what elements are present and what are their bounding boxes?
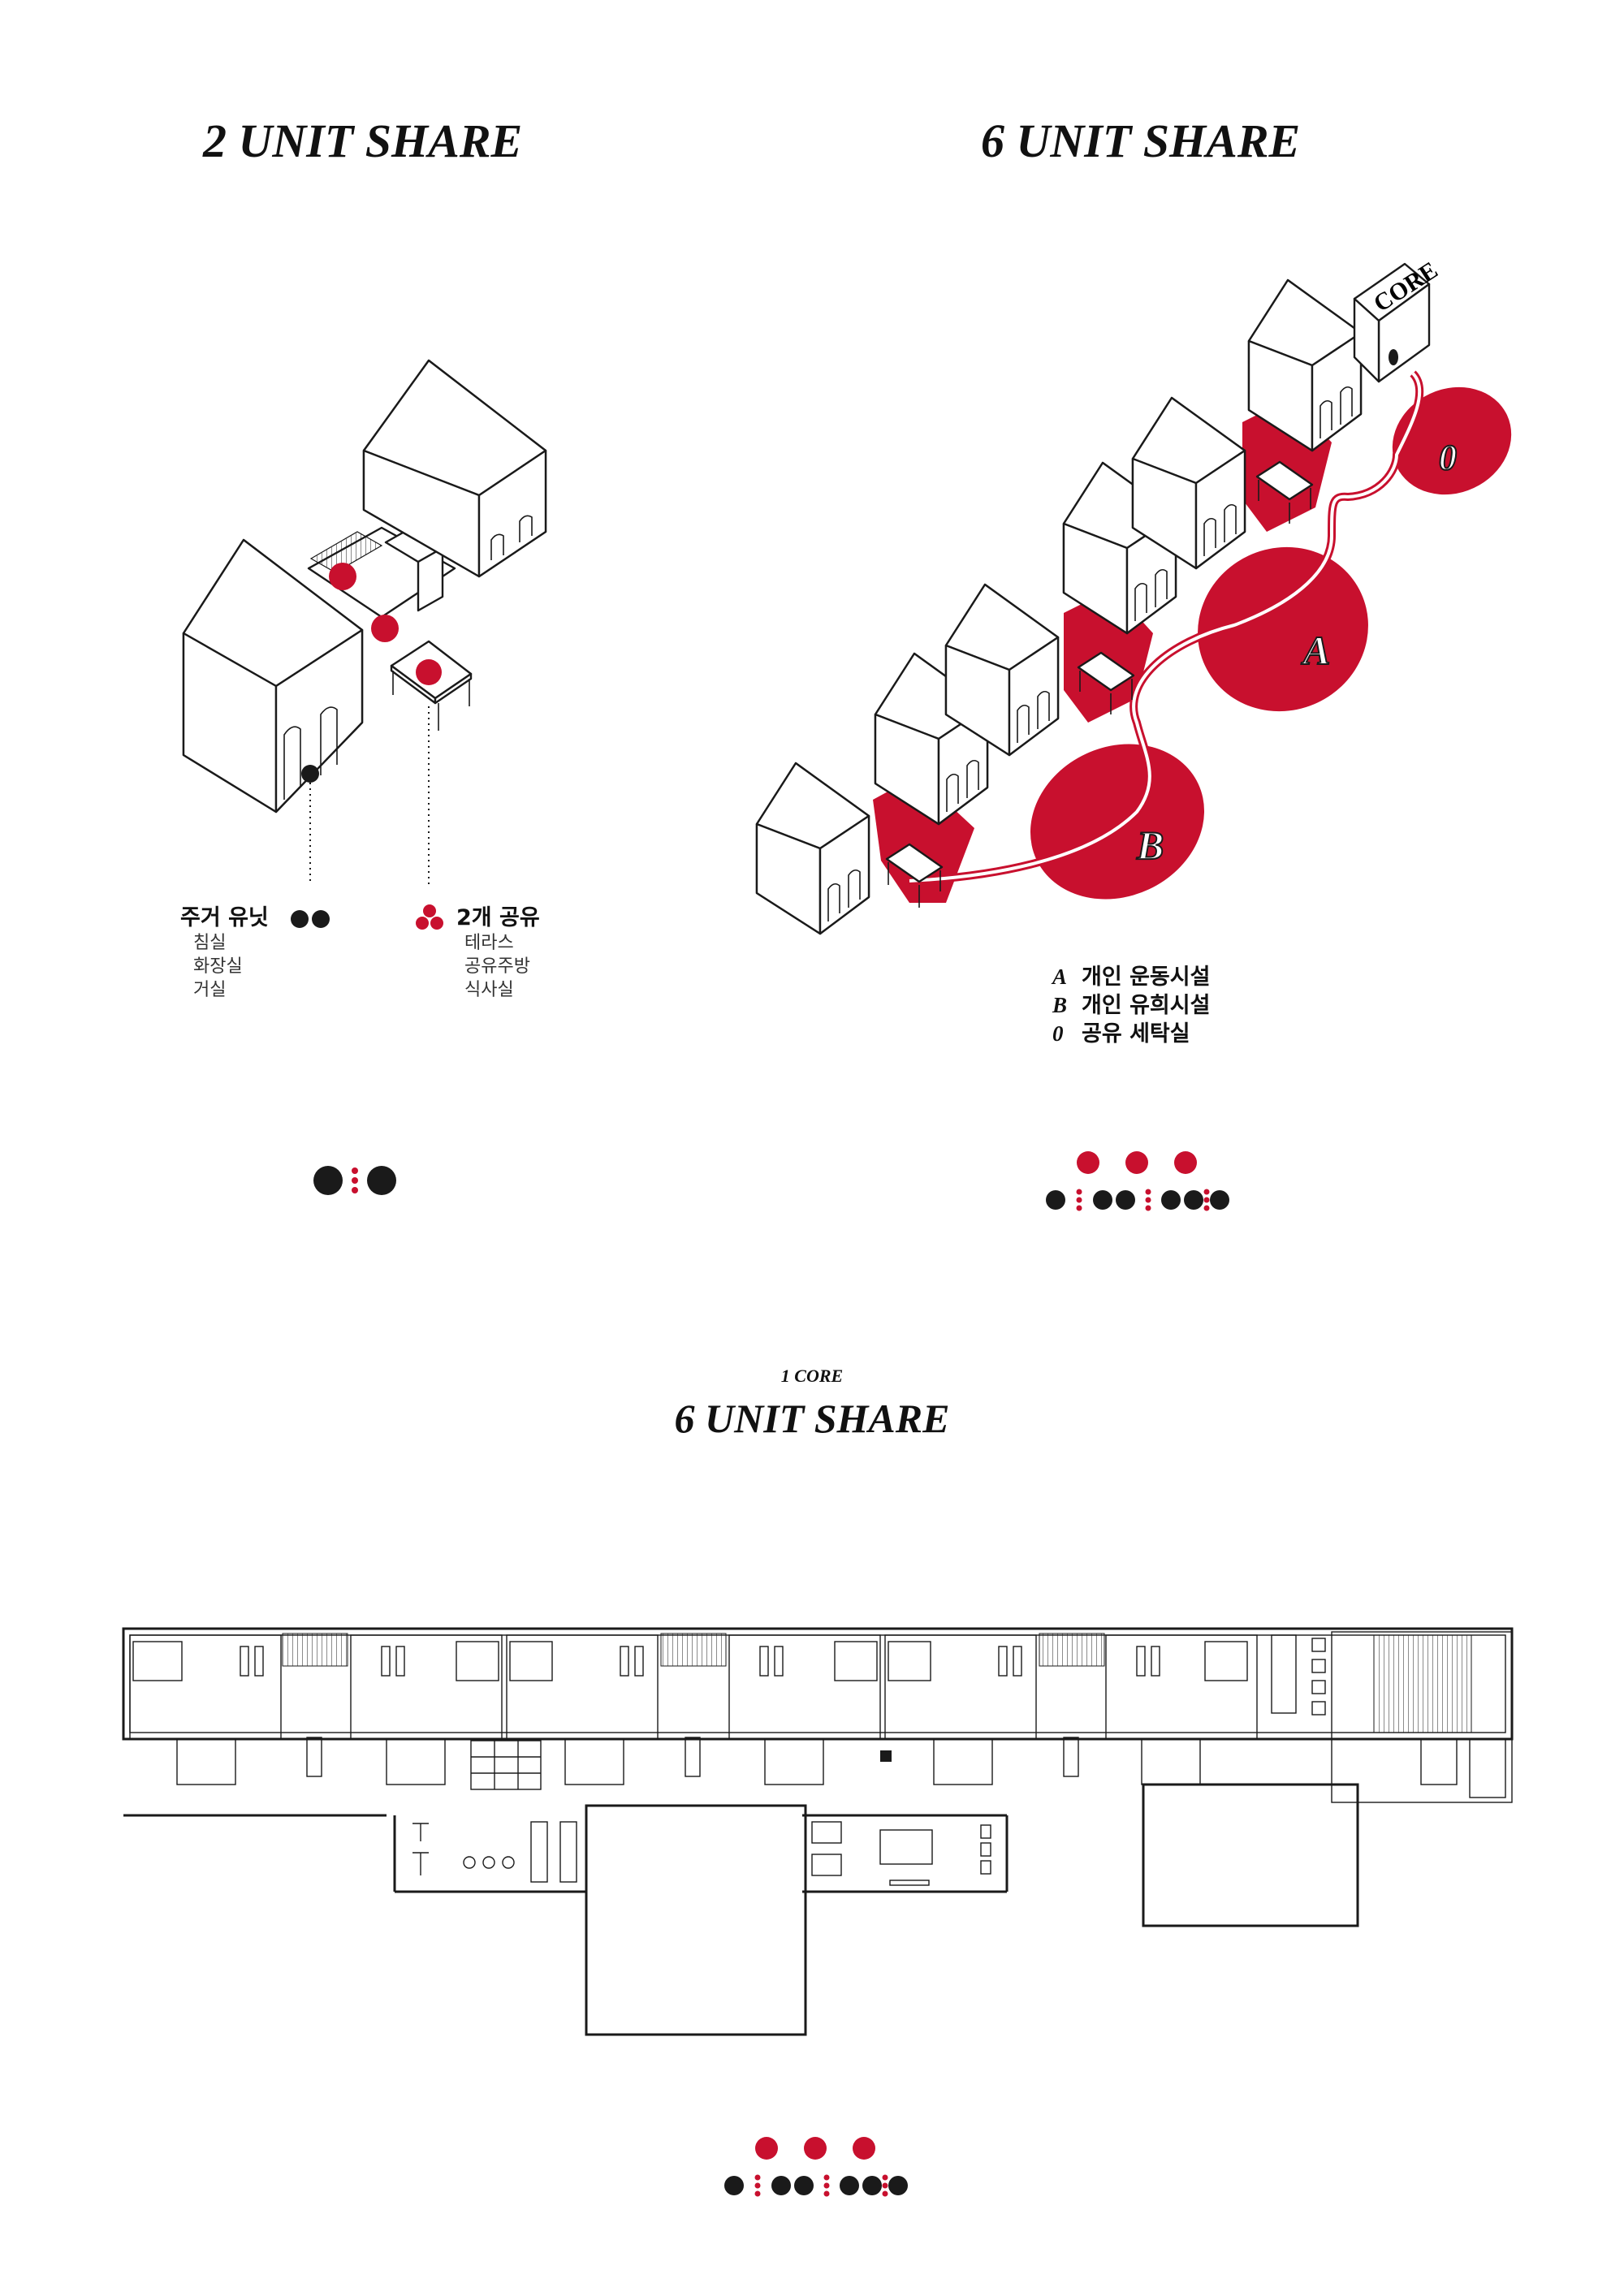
legend-zone-a: A 개인 운동시설 <box>1052 963 1210 991</box>
plan-dining <box>811 1821 991 1886</box>
legend-zone-0-text: 공유 세탁실 <box>1082 1021 1190 1047</box>
house-unit-3 <box>944 583 1060 757</box>
iso-2-unit-share <box>182 359 547 885</box>
shared-dot-1 <box>329 563 356 590</box>
pergola-1 <box>885 843 944 908</box>
legend-zone-b-key: B <box>1052 993 1068 1017</box>
terrace-pergola <box>390 640 473 731</box>
legend-share-dots <box>416 904 443 930</box>
pergola-2 <box>1077 651 1135 714</box>
plan-block-right <box>1142 1783 1359 1927</box>
iso-6-unit-share: CORE A B 0 <box>755 257 1512 935</box>
legend-residential-heading: 주거 유닛 <box>180 905 269 930</box>
legend-zone-a-text: 개인 운동시설 <box>1082 965 1211 990</box>
legend-residential-item-bathroom: 화장실 <box>193 956 243 977</box>
pergola-3 <box>1255 460 1314 524</box>
plan-subtitle-core: 1 CORE <box>780 1366 844 1386</box>
zone-0-shared-laundry <box>1392 386 1512 495</box>
legend-residential-item-bedroom: 침실 <box>193 933 227 953</box>
house-unit-1 <box>755 762 870 935</box>
legend-zone-0-key: 0 <box>1052 1021 1064 1046</box>
zone-b-label: B <box>1136 822 1164 868</box>
plan-black-square <box>880 1750 892 1762</box>
floor-plan <box>122 1627 1514 2036</box>
symbol-6-unit-right <box>1046 1151 1229 1211</box>
plan-fixtures <box>240 1646 1160 1777</box>
legend-two-share: 2개 공유 테라스 공유주방 식사실 <box>456 900 540 1002</box>
title-2-unit-share: 2 UNIT SHARE <box>203 114 523 167</box>
house-unit-6 <box>1247 278 1363 452</box>
house-back <box>362 359 547 578</box>
zone-b-recreation <box>1030 744 1205 900</box>
legend-zones: A 개인 운동시설 B 개인 유희시설 0 공유 세탁실 <box>1052 963 1210 1048</box>
legend-two-share-heading: 2개 공유 <box>456 905 540 930</box>
plan-bathrooms <box>176 1738 1201 1785</box>
legend-residential-item-living: 거실 <box>193 980 227 1000</box>
plan-block-center <box>585 1804 807 2036</box>
house-front <box>182 538 364 814</box>
symbol-2-unit <box>313 1166 396 1195</box>
zone-0-label: 0 <box>1439 438 1457 477</box>
legend-zone-0: 0 공유 세탁실 <box>1052 1020 1210 1048</box>
symbol-6-unit-bottom <box>724 2137 908 2197</box>
plan-gym <box>412 1821 577 1883</box>
courtyard-stairs <box>309 531 383 573</box>
zone-a-label: A <box>1301 628 1330 673</box>
legend-zone-b: B 개인 유희시설 <box>1052 991 1210 1020</box>
plan-core <box>1271 1631 1513 1803</box>
core-block <box>1353 262 1431 383</box>
legend-residential-unit: 주거 유닛 침실 화장실 거실 <box>180 900 269 1002</box>
zone-a-fitness <box>1198 546 1368 712</box>
legend-zone-b-text: 개인 유희시설 <box>1082 993 1211 1018</box>
plan-kitchen-grid <box>470 1740 542 1790</box>
legend-two-share-item-dining: 식사실 <box>464 980 514 1000</box>
house-unit-5 <box>1131 396 1246 570</box>
title-6-unit-share: 6 UNIT SHARE <box>981 114 1301 167</box>
unit-marker-dot <box>301 765 319 783</box>
legend-two-share-item-terrace: 테라스 <box>464 933 514 953</box>
legend-zone-a-key: A <box>1052 965 1068 989</box>
legend-unit-dots <box>291 910 330 928</box>
shared-dot-2 <box>371 615 399 642</box>
plan-beds <box>132 1641 1248 1681</box>
plan-title: 6 UNIT SHARE <box>674 1396 950 1441</box>
legend-two-share-item-kitchen: 공유주방 <box>464 956 530 977</box>
